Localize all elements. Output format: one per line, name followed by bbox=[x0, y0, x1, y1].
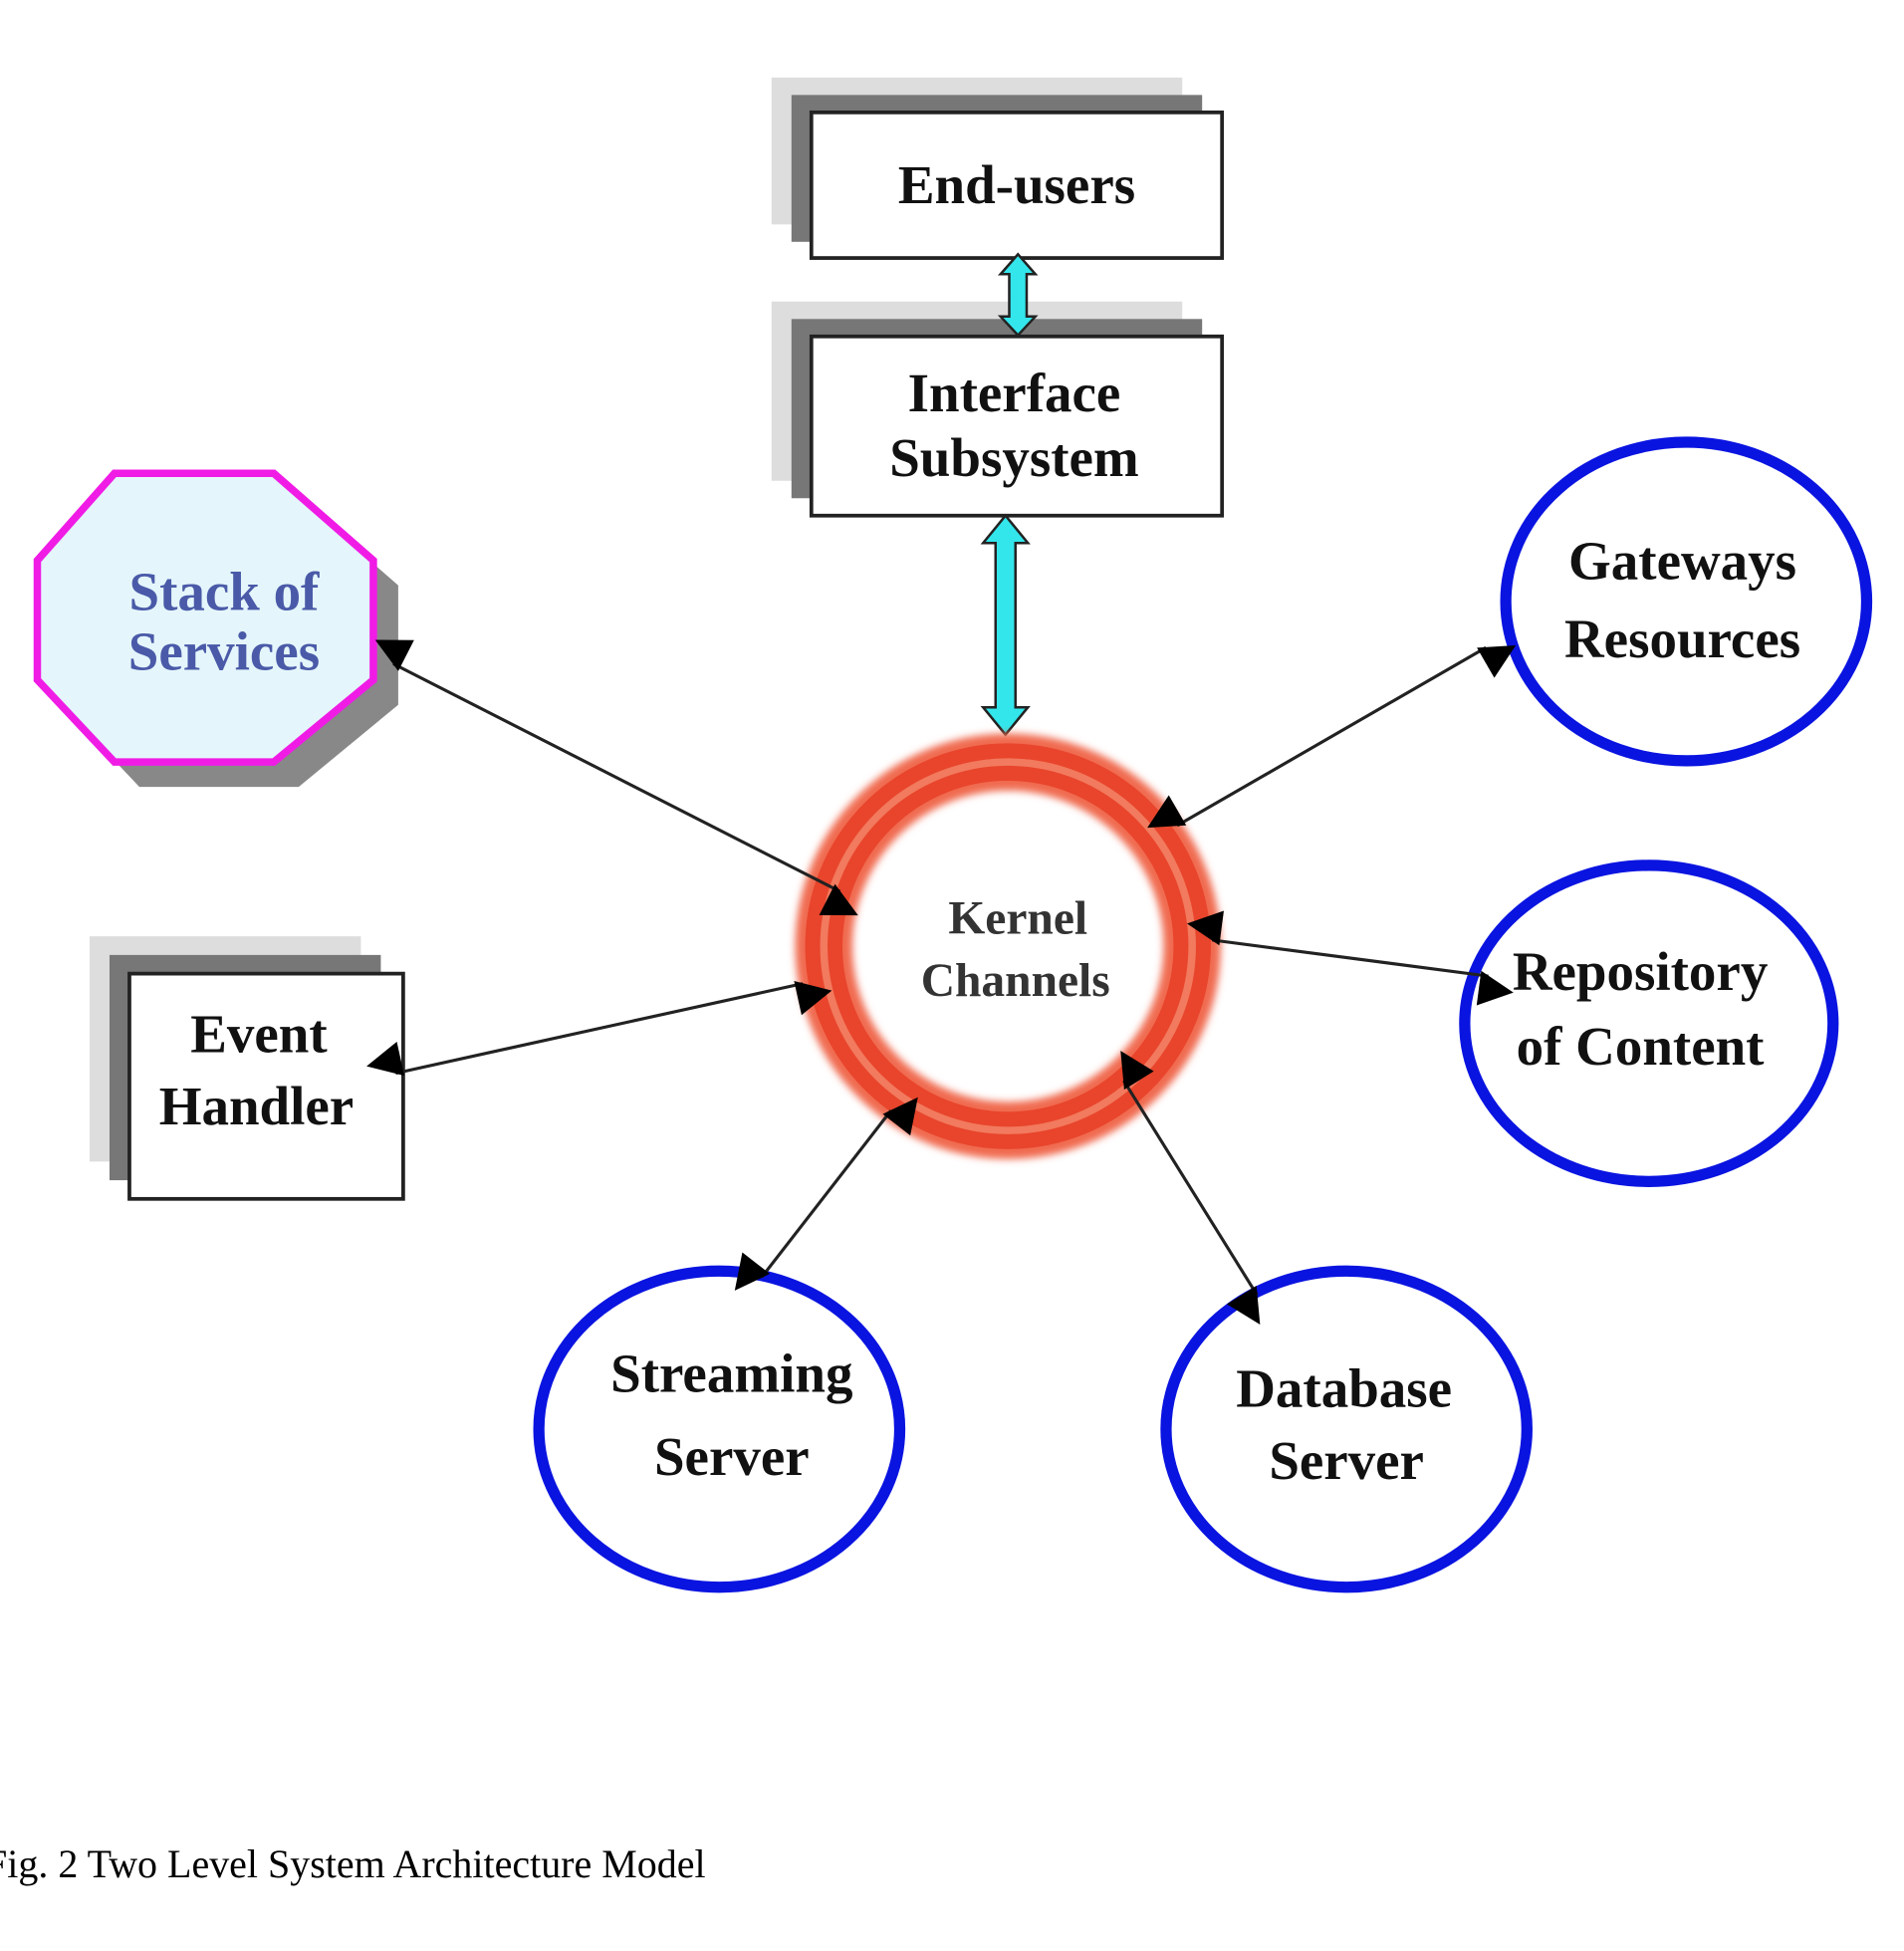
stack-label-1: Stack of bbox=[129, 562, 321, 622]
kernel-channels-ring: Kernel Channels bbox=[795, 733, 1221, 1159]
database-label-1: Database bbox=[1236, 1358, 1452, 1419]
arrow-kernel-repository bbox=[1186, 910, 1514, 1006]
end-users-box: End-users bbox=[771, 77, 1225, 260]
repository-label-1: Repository bbox=[1513, 941, 1769, 1002]
interface-label-1: Interface bbox=[908, 363, 1121, 423]
streaming-server-ellipse: Streaming Server bbox=[533, 1265, 906, 1593]
database-server-ellipse: Database Server bbox=[1160, 1265, 1533, 1593]
event-label-1: Event bbox=[190, 1003, 328, 1064]
arrow-kernel-event bbox=[366, 981, 833, 1077]
kernel-label-2: Channels bbox=[921, 955, 1110, 1007]
gateways-label-2: Resources bbox=[1564, 609, 1800, 669]
repository-of-content-ellipse: Repository of Content bbox=[1459, 859, 1839, 1187]
streaming-label-1: Streaming bbox=[610, 1343, 852, 1404]
arrow-kernel-stack bbox=[374, 639, 858, 916]
arrow-kernel-streaming bbox=[734, 1097, 918, 1291]
kernel-label-1: Kernel bbox=[948, 893, 1087, 945]
arrow-kernel-gateways bbox=[1147, 645, 1517, 829]
interface-subsystem-box: Interface Subsystem bbox=[771, 301, 1225, 518]
cyan-arrow-interface-kernel bbox=[980, 513, 1031, 737]
arrow-kernel-database bbox=[1120, 1051, 1261, 1325]
cyan-arrow-enduser-interface bbox=[997, 252, 1039, 338]
gateways-resources-ellipse: Gateways Resources bbox=[1500, 436, 1873, 767]
stack-of-services-octagon: Stack of Services bbox=[33, 469, 398, 788]
event-label-2: Handler bbox=[159, 1076, 354, 1136]
event-handler-box: Event Handler bbox=[89, 936, 405, 1201]
figure-caption: Fig. 2 Two Level System Architecture Mod… bbox=[0, 1841, 706, 1886]
database-label-2: Server bbox=[1269, 1430, 1424, 1491]
gateways-label-1: Gateways bbox=[1568, 530, 1796, 591]
streaming-label-2: Server bbox=[654, 1426, 810, 1487]
stack-label-2: Services bbox=[128, 621, 320, 682]
end-users-label: End-users bbox=[898, 154, 1135, 215]
repository-label-2: of Content bbox=[1517, 1016, 1766, 1077]
interface-label-2: Subsystem bbox=[889, 427, 1138, 488]
